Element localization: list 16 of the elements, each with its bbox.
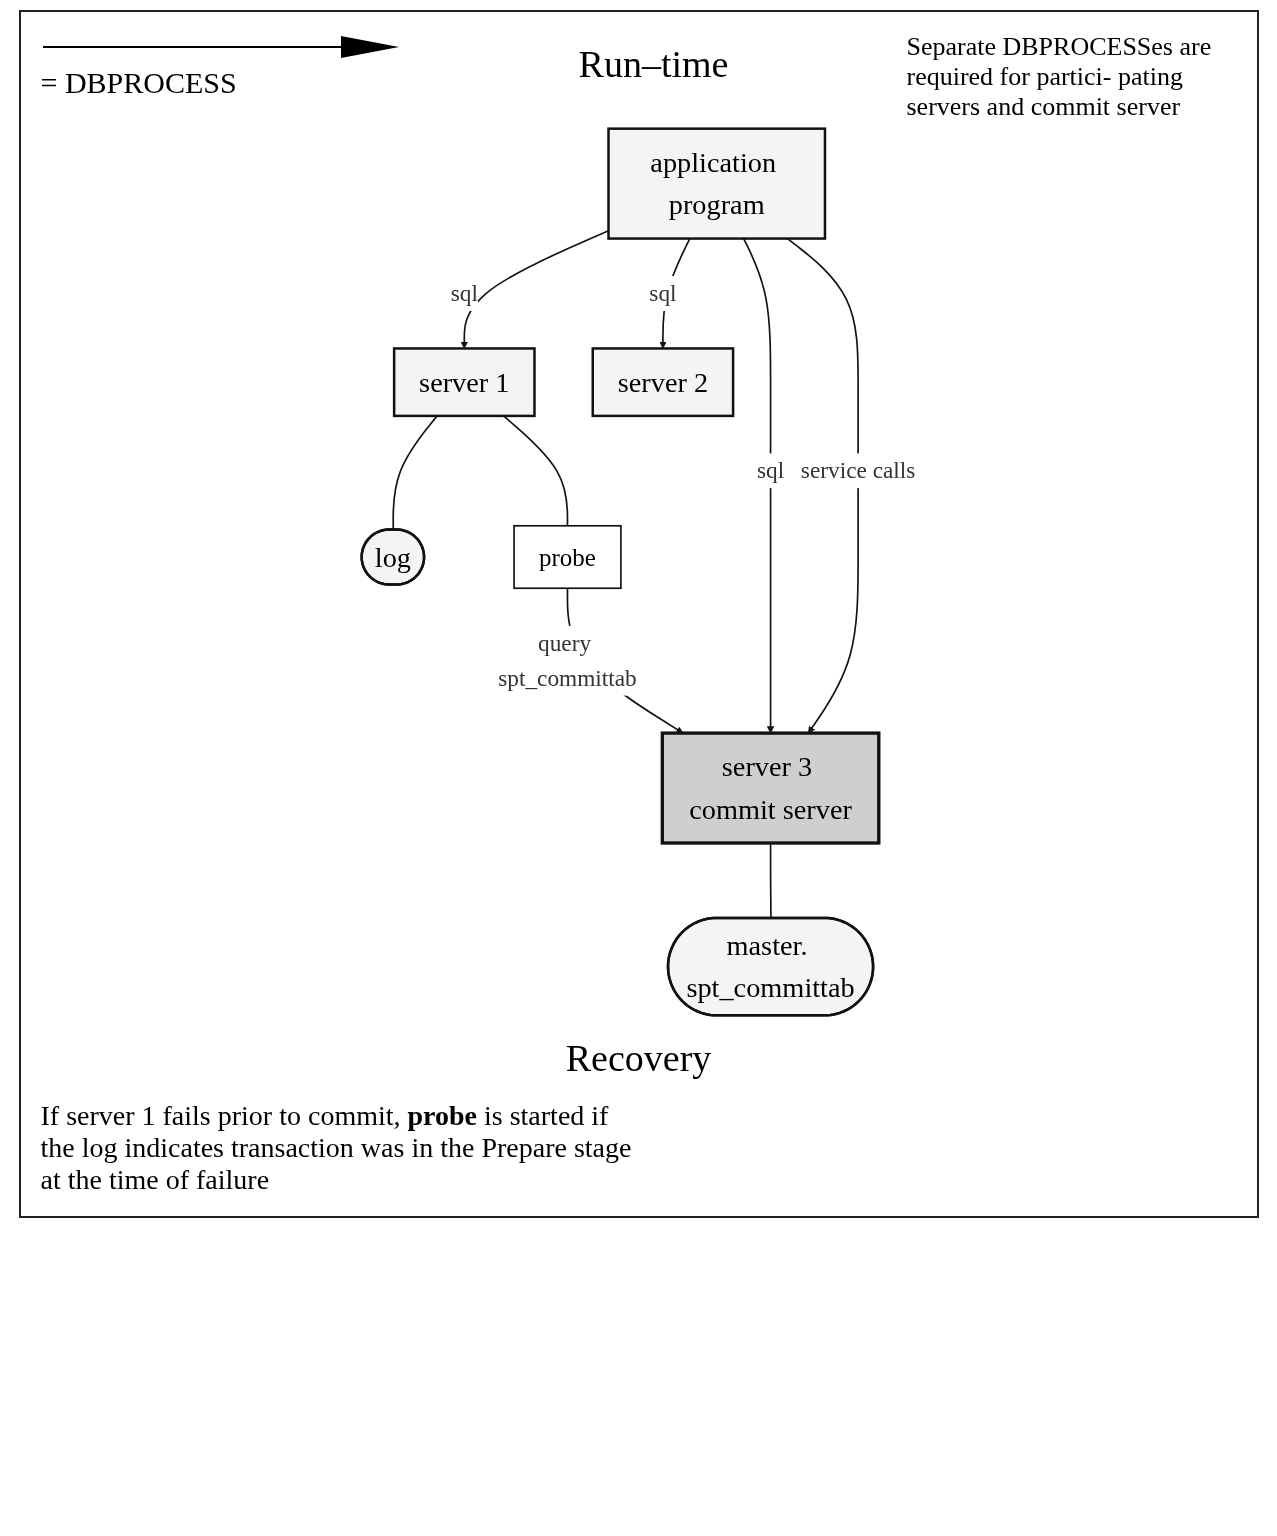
edge-label: sql <box>450 280 478 306</box>
connector <box>502 415 569 527</box>
legend-text: = DBPROCESS <box>40 66 237 100</box>
node-box: server 2 <box>591 347 735 418</box>
section-heading: Recovery <box>564 1036 713 1080</box>
edge-label: query spt_committab <box>498 629 637 691</box>
node-box: server 3 commit server <box>660 731 881 845</box>
footnote-text: If server 1 fails prior to commit, probe is started if the log indicates transaction was in the Prepare stage at the time of failure <box>40 1100 633 1196</box>
edge-label: service calls <box>800 457 916 484</box>
note-text: Separate DBPROCESSes are required for partici- pating servers and commit server <box>906 32 1213 122</box>
node-box: server 1 <box>392 347 536 418</box>
section-heading: Run–time <box>578 42 729 86</box>
node-box: application program <box>607 127 827 240</box>
edge-label: sql <box>649 280 677 306</box>
edge-label: sql <box>756 457 785 484</box>
node-box: probe <box>513 524 622 590</box>
